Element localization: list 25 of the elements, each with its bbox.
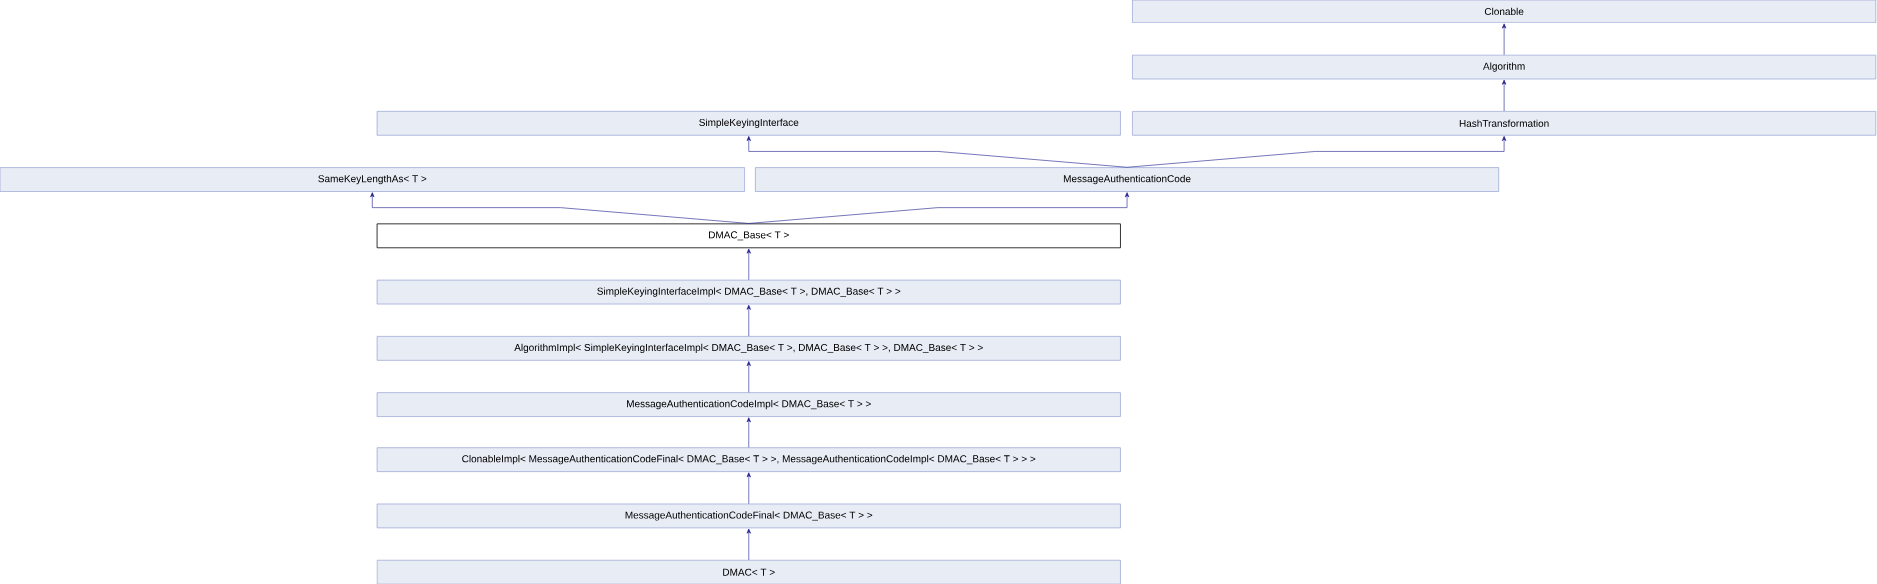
class-box: DMAC< T >: [376, 559, 1121, 584]
inheritance-arrow: [746, 135, 1128, 168]
inheritance-arrow: [1502, 23, 1507, 55]
inheritance-arrow: [746, 248, 751, 281]
inheritance-arrow: [1502, 79, 1507, 112]
class-box: ClonableImpl< MessageAuthenticationCodeFinal< DMAC_Base< T > >, MessageAuthenticationCodeImpl< DMAC_Base< T > > >: [376, 447, 1121, 472]
class-box: Clonable: [1132, 0, 1877, 23]
class-box: SimpleKeyingInterface: [376, 110, 1121, 136]
inheritance-arrow: [746, 361, 751, 393]
inheritance-arrow: [746, 528, 751, 561]
inheritance-arrow: [746, 304, 751, 337]
inheritance-arrow: [370, 192, 750, 224]
inheritance-arrow: [746, 472, 751, 504]
inheritance-arrow: [746, 417, 751, 448]
class-box: MessageAuthenticationCodeFinal< DMAC_Base< T > >: [376, 503, 1121, 529]
class-box: SimpleKeyingInterfaceImpl< DMAC_Base< T >, DMAC_Base< T > >: [376, 279, 1121, 305]
class-box-highlighted: DMAC_Base< T >: [376, 223, 1121, 249]
class-box: AlgorithmImpl< SimpleKeyingInterfaceImpl< DMAC_Base< T >, DMAC_Base< T > >, DMAC_Base< T > >: [376, 336, 1121, 361]
class-box: HashTransformation: [1132, 110, 1877, 136]
class-box: MessageAuthenticationCodeImpl< DMAC_Base< T > >: [376, 392, 1121, 417]
class-box: MessageAuthenticationCode: [755, 167, 1500, 192]
inheritance-arrow: [1126, 135, 1507, 168]
class-box: SameKeyLengthAs< T >: [0, 167, 745, 192]
inheritance-arrow: [748, 192, 1130, 224]
class-box: Algorithm: [1132, 54, 1877, 80]
